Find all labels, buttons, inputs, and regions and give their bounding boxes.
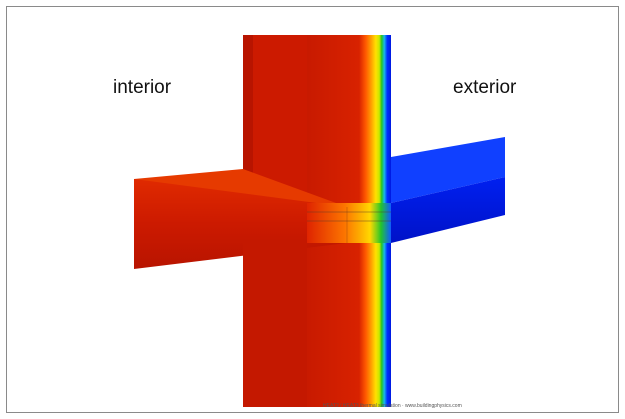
thermal-bridge-diagram xyxy=(134,35,505,407)
interior-label: interior xyxy=(113,77,172,98)
simulation-credit: HEAT2 / HEAT3 thermal simulation · www.b… xyxy=(323,403,462,409)
figure-frame: interior exterior HEAT2 / HEAT3 thermal … xyxy=(6,6,619,413)
slab-exterior-front xyxy=(391,177,505,243)
exterior-label: exterior xyxy=(453,77,517,98)
slab-exterior-top xyxy=(391,137,505,203)
wall-lower-shade xyxy=(243,243,307,407)
slab-bridge xyxy=(307,203,391,243)
